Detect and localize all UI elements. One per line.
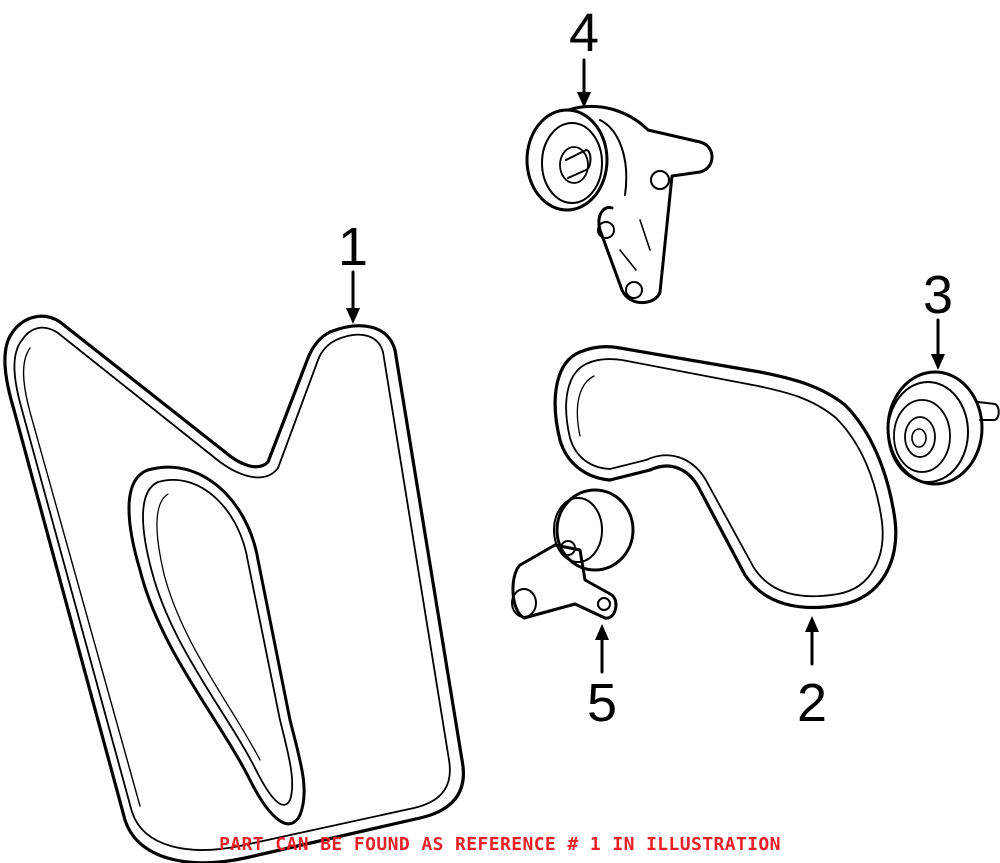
serpentine-belt-part-1[interactable] xyxy=(3,314,465,863)
callout-number-3: 3 xyxy=(922,265,954,325)
callout-number-5: 5 xyxy=(586,673,618,733)
callout-number-1: 1 xyxy=(337,217,369,277)
leader-arrow-4 xyxy=(577,58,591,108)
leader-arrow-5 xyxy=(595,624,609,674)
leader-arrow-3 xyxy=(931,318,945,370)
tensioner-part-5[interactable] xyxy=(511,488,635,620)
idler-pulley-part-3[interactable] xyxy=(886,370,1000,486)
callout-number-2: 2 xyxy=(796,673,828,733)
callout-number-4: 4 xyxy=(568,3,600,63)
belt-part-2[interactable] xyxy=(553,345,898,610)
leader-arrow-2 xyxy=(805,616,819,666)
leader-arrow-1 xyxy=(346,270,360,324)
reference-note: PART CAN BE FOUND AS REFERENCE # 1 IN IL… xyxy=(219,834,781,855)
belt-tensioner-part-4[interactable] xyxy=(525,105,714,305)
